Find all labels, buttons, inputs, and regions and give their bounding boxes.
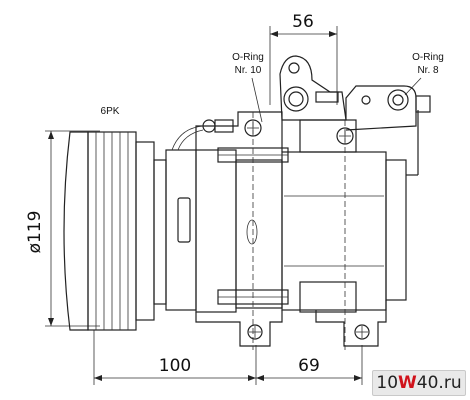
watermark-accent: W [398, 373, 417, 393]
bottom-mounting [195, 281, 387, 347]
dimension-bottom-right-label: 69 [298, 356, 320, 376]
dimension-top-width-label: 56 [292, 12, 314, 32]
top-mounting [171, 111, 289, 163]
dimension-bottom: 100 69 [93, 330, 363, 385]
belt-type-label: 6PK [101, 106, 120, 117]
watermark-prefix: 10 [376, 373, 399, 393]
dimension-diameter: ø119 [25, 130, 100, 327]
port-fittings [279, 55, 431, 153]
oring-right-label-line1: O-Ring [412, 52, 444, 63]
oring-left-label-line2: Nr. 10 [235, 65, 262, 76]
watermark-suffix: 40.ru [416, 373, 462, 393]
compressor-body [165, 110, 419, 313]
dimension-diameter-label: ø119 [25, 211, 45, 254]
watermark: 10W40.ru [372, 370, 466, 396]
pulley [63, 131, 167, 331]
dimension-top-width: 56 [269, 12, 338, 105]
oring-right-label-line2: Nr. 8 [417, 65, 439, 76]
oring-left-label-line1: O-Ring [232, 52, 264, 63]
dimension-bottom-left-label: 100 [159, 356, 191, 376]
